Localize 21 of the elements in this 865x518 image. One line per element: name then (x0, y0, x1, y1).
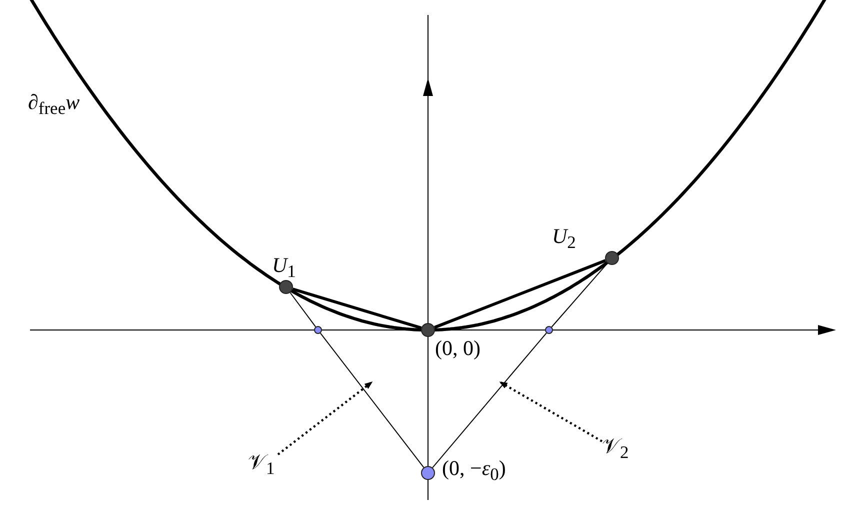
line (434, 259, 606, 329)
region-label: 𝒱$_{2}$ (602, 436, 629, 462)
point (421, 466, 435, 480)
line (320, 332, 424, 468)
point (421, 323, 435, 337)
region-label: 𝒱$_{1}$ (248, 452, 275, 478)
point-label: (0, 0) (435, 338, 480, 359)
line (551, 262, 608, 328)
line (292, 288, 422, 330)
curve-label: ∂$_{free}$w (28, 92, 80, 118)
point-label: U$_{1}$ (272, 255, 296, 281)
point (314, 326, 322, 334)
point-label: (0, −ε$_{0}$) (442, 458, 506, 484)
point (545, 326, 553, 334)
line (290, 292, 316, 328)
leader-line (499, 381, 603, 442)
point (279, 280, 293, 294)
point (605, 251, 619, 265)
line (432, 332, 547, 468)
point-label: U$_{2}$ (552, 226, 576, 252)
leader-line (277, 381, 373, 456)
